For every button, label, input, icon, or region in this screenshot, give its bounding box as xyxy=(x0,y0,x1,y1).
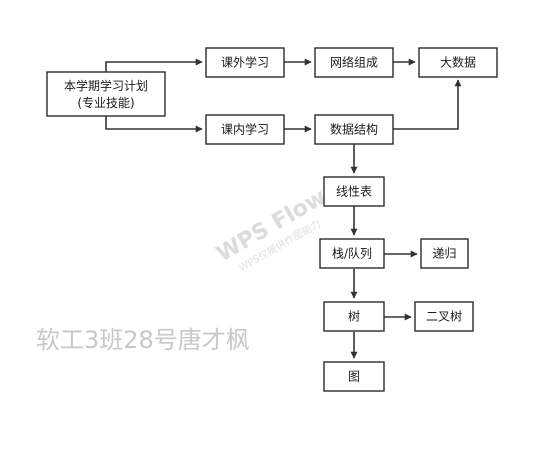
edges xyxy=(105,58,462,359)
node-intracurricular-label: 课内学习 xyxy=(221,122,269,137)
node-linearlist-label: 线性表 xyxy=(336,185,372,199)
node-study-plan: 本学期学习计划 (专业技能) xyxy=(46,71,166,117)
node-linearlist: 线性表 xyxy=(323,176,385,207)
node-tree-label: 树 xyxy=(348,309,360,324)
node-graph: 图 xyxy=(323,361,385,392)
node-tree: 树 xyxy=(323,301,385,332)
node-binarytree-label: 二叉树 xyxy=(426,309,462,324)
author-note: 软工3班28号唐才枫 xyxy=(36,326,250,354)
edge-plan-to-extracurricular xyxy=(105,58,203,72)
node-extracurricular-label: 课外学习 xyxy=(221,55,269,70)
node-extracurricular: 课外学习 xyxy=(205,47,285,78)
node-recursion-label: 递归 xyxy=(432,247,456,261)
node-bigdata-label: 大数据 xyxy=(440,55,476,70)
watermark: WPS Flow WPS仅提供作图能力 xyxy=(213,185,331,275)
node-intracurricular: 课内学习 xyxy=(205,114,285,145)
edge-datastructure-to-bigdata xyxy=(393,79,462,130)
node-study-plan-line2: (专业技能) xyxy=(77,95,134,110)
node-stackqueue: 栈/队列 xyxy=(319,238,385,269)
node-stackqueue-label: 栈/队列 xyxy=(332,246,372,261)
node-recursion: 递归 xyxy=(420,238,469,269)
node-binarytree: 二叉树 xyxy=(414,301,474,332)
edge-plan-to-intracurricular xyxy=(105,116,203,133)
node-bigdata: 大数据 xyxy=(418,47,498,78)
node-graph-label: 图 xyxy=(348,370,360,384)
node-networking: 网络组成 xyxy=(314,47,394,78)
node-datastructure-label: 数据结构 xyxy=(330,122,378,137)
node-study-plan-line1: 本学期学习计划 xyxy=(64,78,148,93)
node-datastructure: 数据结构 xyxy=(314,114,394,145)
node-networking-label: 网络组成 xyxy=(330,55,378,70)
